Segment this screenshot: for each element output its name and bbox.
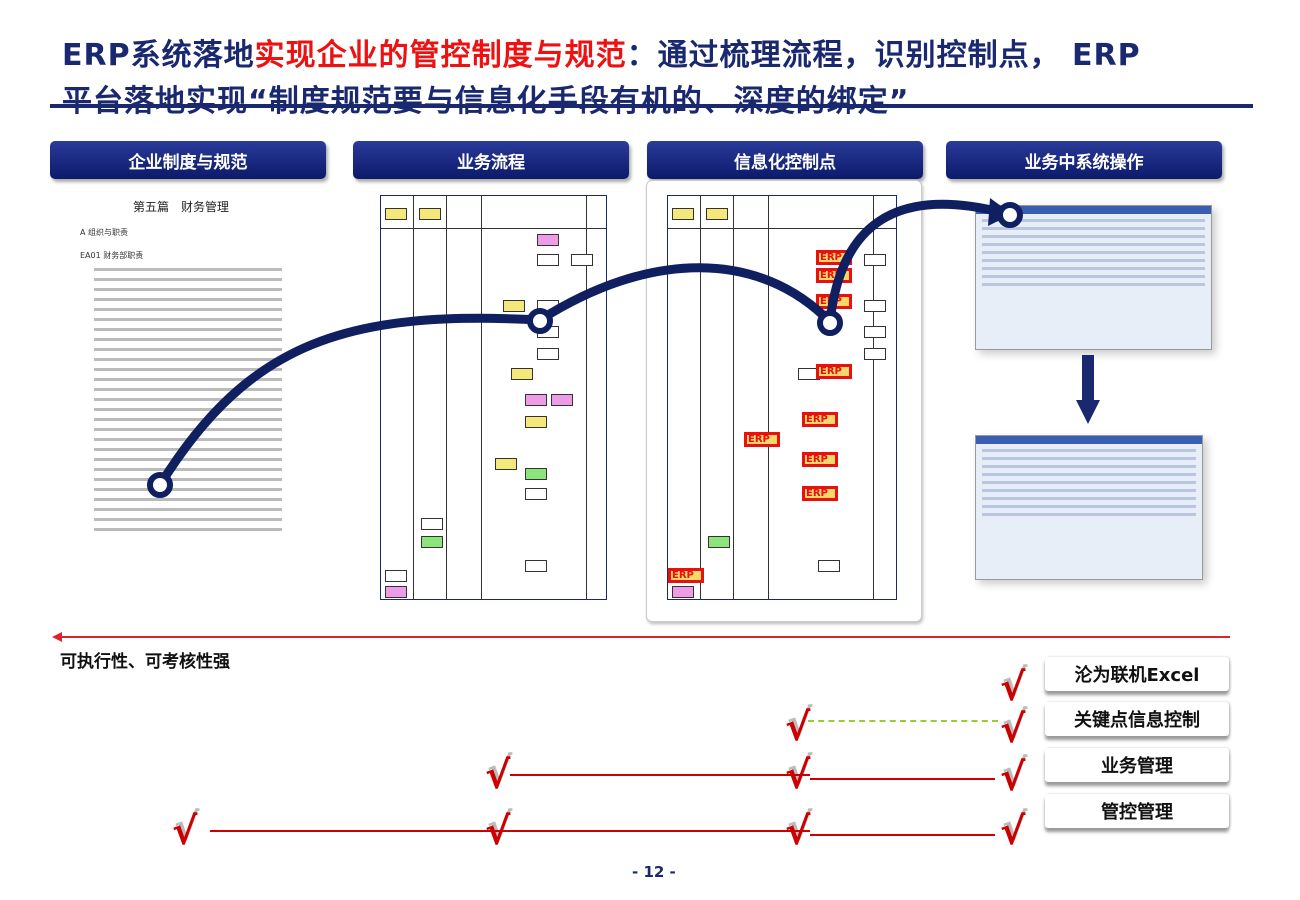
document-subsection: EA01 财务部职责 — [80, 251, 144, 260]
header-control-points: 信息化控制点 — [647, 141, 923, 179]
erp-control-tag: ERP — [802, 452, 838, 467]
check-icon: √ — [172, 809, 198, 853]
check-icon: √ — [485, 753, 511, 797]
level-excel: 沦为联机Excel — [1045, 657, 1229, 691]
left-arrow-icon — [52, 632, 62, 642]
check-icon: √ — [1000, 665, 1026, 709]
process-flowchart — [380, 195, 607, 600]
title-highlight: 实现企业的管控制度与规范 — [254, 38, 627, 73]
document-title: 第五篇 财务管理 — [132, 200, 229, 214]
slide-title-line2: 平台落地实现“制度规范要与信息化手段有机的、深度的绑定” — [62, 84, 910, 119]
connector-line — [210, 830, 810, 832]
title-part: ：通过梳理流程，识别控制点， ERP — [626, 38, 1141, 73]
check-icon: √ — [1000, 755, 1026, 799]
erp-screenshot-2 — [975, 435, 1203, 580]
header-system-operation: 业务中系统操作 — [946, 141, 1222, 179]
node-circle — [147, 472, 173, 498]
level-governance: 管控管理 — [1045, 794, 1229, 828]
slide-title-line1: ERP系统落地实现企业的管控制度与规范：通过梳理流程，识别控制点， ERP — [62, 30, 1141, 74]
connector-line — [810, 834, 995, 836]
policy-document: 第五篇 财务管理 A 组织与职责 EA01 财务部职责 — [70, 190, 292, 590]
erp-control-tag: ERP — [802, 412, 838, 427]
title-part: ERP系统落地 — [62, 38, 255, 73]
check-icon: √ — [1000, 809, 1026, 853]
level-key-point-control: 关键点信息控制 — [1045, 702, 1229, 736]
erp-control-tag: ERP — [816, 364, 852, 379]
down-arrow-shaft — [1082, 355, 1094, 405]
erp-control-tag: ERP — [668, 568, 704, 583]
level-business-management: 业务管理 — [1045, 748, 1229, 782]
dashed-connector — [808, 720, 998, 722]
header-policy: 企业制度与规范 — [50, 141, 326, 179]
control-points-flowchart: ERP ERP ERP ERP ERP ERP ERP ERP ERP — [667, 195, 897, 600]
erp-control-tag: ERP — [744, 432, 780, 447]
node-circle — [997, 202, 1023, 228]
title-underline — [50, 104, 1253, 108]
down-arrow-icon — [1076, 400, 1100, 424]
check-icon: √ — [785, 705, 811, 749]
node-circle — [527, 308, 553, 334]
erp-control-tag: ERP — [802, 486, 838, 501]
page-number: - 12 - — [632, 863, 676, 881]
node-circle — [817, 310, 843, 336]
connector-line — [810, 778, 995, 780]
connector-line — [510, 774, 810, 776]
scale-arrow-line — [60, 636, 1230, 638]
scale-label: 可执行性、可考核性强 — [60, 652, 230, 672]
document-section: A 组织与职责 — [80, 228, 129, 237]
check-icon: √ — [1000, 707, 1026, 751]
erp-screenshot-1 — [975, 205, 1212, 350]
header-process: 业务流程 — [353, 141, 629, 179]
